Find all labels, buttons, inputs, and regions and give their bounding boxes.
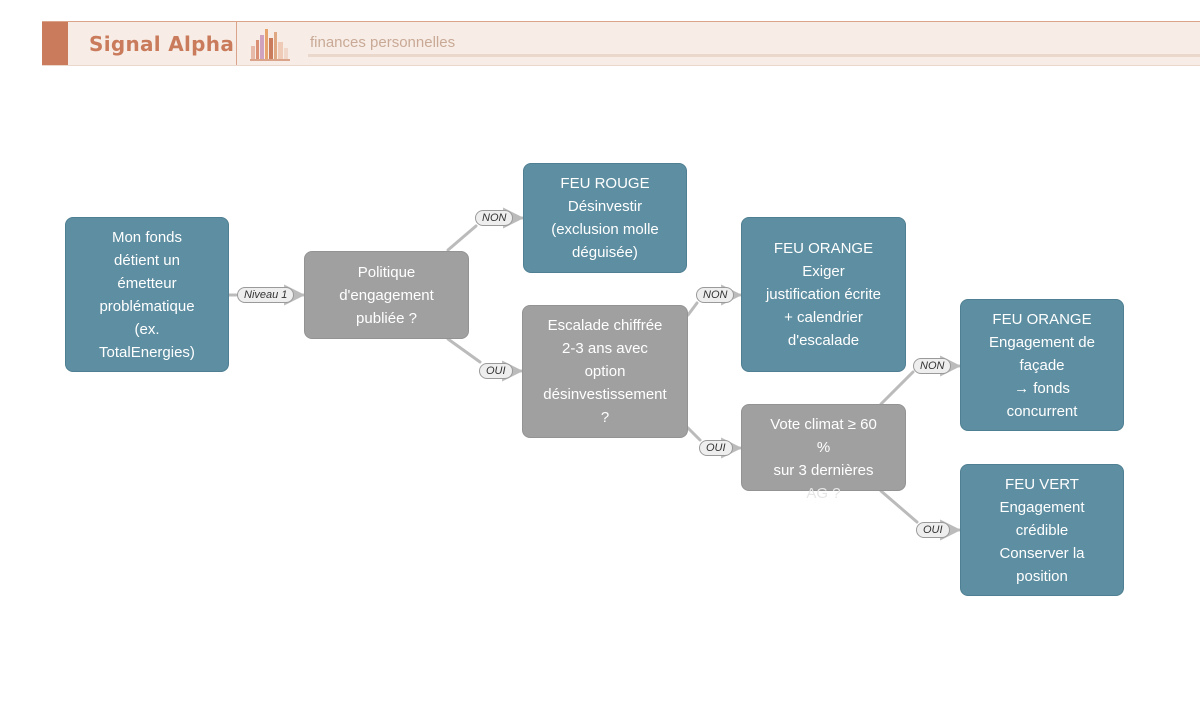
node-climate-vote-question[interactable]: Vote climat ≥ 60 % sur 3 dernières AG ? — [741, 404, 906, 502]
node-green-light[interactable]: FEU VERT Engagement crédible Conserver l… — [960, 464, 1124, 596]
node-q2-line: 2-3 ans avec — [562, 340, 648, 357]
edge-label-niveau-1: Niveau 1 — [237, 287, 295, 303]
node-orange-light-facade[interactable]: FEU ORANGE Engagement de façade → fonds … — [960, 299, 1124, 431]
node-q3-line: % — [816, 439, 831, 456]
node-q2-line: option — [584, 363, 626, 380]
edge-label-q3-non: NON — [913, 358, 952, 374]
node-red-line: (exclusion molle — [551, 221, 659, 238]
edge-label-q2-oui: OUI — [699, 440, 733, 456]
node-orange1-line: justification écrite — [765, 286, 882, 303]
node-q2-line: ? — [600, 409, 610, 426]
node-orange1-line: FEU ORANGE — [773, 240, 874, 257]
node-q3-line: Vote climat ≥ 60 — [770, 416, 877, 433]
node-start-line: Mon fonds — [111, 228, 183, 246]
node-red-line: FEU ROUGE — [560, 175, 650, 192]
node-green-line: crédible — [1015, 521, 1069, 539]
node-q2-line: Escalade chiffrée — [547, 317, 663, 334]
node-orange1-line: Exiger — [802, 263, 845, 280]
node-start-line: TotalEnergies) — [99, 343, 195, 361]
node-engagement-policy-question[interactable]: Politique d'engagement publiée ? — [304, 251, 469, 339]
edge-line-q1-q2 — [446, 337, 482, 364]
node-q3-line: sur 3 dernières — [773, 462, 874, 479]
node-start[interactable]: Mon fonds détient un émetteur problémati… — [65, 217, 229, 372]
edge-line-q2-q3 — [686, 426, 702, 442]
node-q3-line: AG ? — [806, 485, 841, 502]
node-escalation-question[interactable]: Escalade chiffrée 2-3 ans avec option dé… — [522, 305, 688, 438]
header-divider — [236, 22, 237, 65]
edge-label-q1-non: NON — [475, 210, 514, 226]
node-green-line: Conserver la — [999, 544, 1085, 562]
header-accent-bar — [42, 22, 68, 65]
node-q1-line: Politique — [357, 263, 416, 281]
edge-label-q1-oui: OUI — [479, 363, 513, 379]
node-start-line: (ex. — [134, 320, 160, 338]
node-orange2-line: → fonds — [1014, 379, 1070, 397]
edge-label-q2-non: NON — [696, 287, 735, 303]
bar-books-icon — [250, 29, 290, 61]
header-tagline: finances personnelles — [310, 34, 456, 51]
edge-line-q2-orange1 — [686, 301, 699, 317]
node-start-line: détient un — [114, 251, 180, 269]
node-green-line: position — [1016, 567, 1068, 585]
node-start-line: émetteur — [117, 274, 177, 292]
node-orange1-line: d'escalade — [787, 332, 860, 349]
node-orange2-line: concurrent — [1006, 402, 1078, 420]
edge-label-q3-oui: OUI — [916, 522, 950, 538]
node-red-line: déguisée) — [572, 244, 638, 261]
node-orange2-line: Engagement de — [989, 333, 1095, 351]
brand-title[interactable]: Signal Alpha — [89, 32, 235, 56]
edge-line-q3-green — [879, 489, 919, 524]
node-red-line: Désinvestir — [567, 198, 643, 215]
edge-line-q3-orange2 — [879, 370, 915, 406]
node-orange2-line: FEU ORANGE — [992, 310, 1092, 328]
node-start-line: problématique — [99, 297, 195, 315]
node-orange1-line: + calendrier — [784, 309, 863, 326]
node-q2-line: désinvestissement — [543, 386, 667, 403]
app-header: Signal Alpha finances personnelles — [42, 21, 1200, 66]
node-green-line: Engagement — [999, 498, 1085, 516]
node-orange2-line: façade — [1019, 356, 1065, 374]
node-green-line: FEU VERT — [1005, 475, 1079, 493]
node-q1-line: publiée ? — [356, 309, 417, 327]
node-orange-light-justification[interactable]: FEU ORANGE Exiger justification écrite +… — [741, 217, 906, 372]
node-q1-line: d'engagement — [339, 286, 434, 304]
tagline-underline — [308, 54, 1200, 57]
edge-line-q1-red — [446, 224, 478, 252]
node-red-light[interactable]: FEU ROUGE Désinvestir (exclusion molle d… — [523, 163, 687, 273]
